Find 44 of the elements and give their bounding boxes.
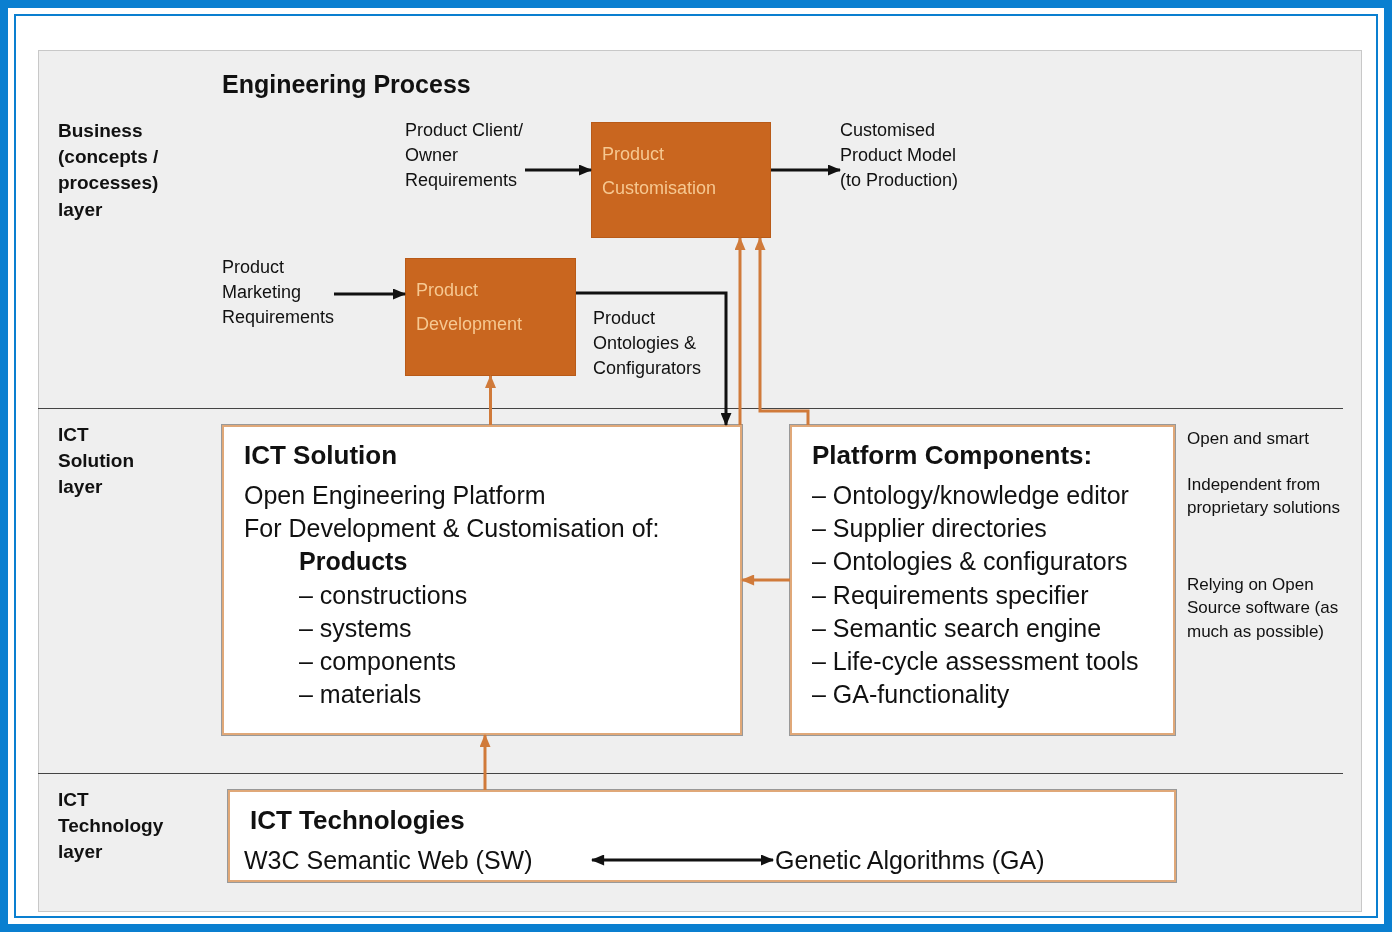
box-text: For Development & Customisation of: bbox=[244, 513, 661, 545]
box-heading: ICT Solution bbox=[244, 439, 399, 472]
arrow bbox=[576, 291, 732, 427]
list-item: – Supplier directories bbox=[812, 513, 1048, 545]
content-box bbox=[228, 790, 1176, 882]
box-text: Genetic Algorithms (GA) bbox=[775, 845, 1046, 876]
layer-label: Business (concepts / processes) layer bbox=[58, 119, 160, 222]
node-text: Product Marketing Requirements bbox=[222, 256, 334, 329]
arrow bbox=[734, 236, 746, 425]
list-item: – Ontologies & configurators bbox=[812, 546, 1129, 578]
list-item: – Semantic search engine bbox=[812, 612, 1103, 644]
note: Relying on Open Source software (as much as possible) bbox=[1187, 574, 1340, 643]
arrow bbox=[479, 733, 491, 790]
box-text: W3C Semantic Web (SW) bbox=[244, 845, 534, 876]
list-item: – constructions bbox=[299, 579, 469, 611]
note: Independent from proprietary solutions bbox=[1187, 474, 1342, 520]
list-item: – Ontology/knowledge editor bbox=[812, 479, 1130, 511]
layer-label: ICT Solution layer bbox=[58, 423, 135, 500]
content-box bbox=[222, 425, 742, 735]
box-title: Product Customisation bbox=[602, 143, 718, 201]
box-subheading: Products bbox=[299, 546, 409, 578]
arrow bbox=[334, 288, 407, 300]
list-item: – components bbox=[299, 646, 458, 678]
node-text: Customised Product Model (to Production) bbox=[840, 119, 960, 192]
arrow bbox=[771, 164, 842, 176]
list-item: – Requirements specifier bbox=[812, 579, 1090, 611]
node-text: Product Client/ Owner Requirements bbox=[405, 119, 525, 192]
box-text: Open Engineering Platform bbox=[244, 479, 547, 511]
box-heading: ICT Technologies bbox=[250, 804, 466, 837]
box-heading: Platform Components: bbox=[812, 439, 1094, 472]
note: Open and smart bbox=[1187, 428, 1310, 450]
box-title: Product Development bbox=[416, 279, 524, 337]
list-item: – systems bbox=[299, 612, 413, 644]
arrow bbox=[525, 164, 593, 176]
layer-label: ICT Technology layer bbox=[58, 788, 165, 865]
diagram-title: Engineering Process bbox=[222, 70, 471, 99]
list-item: – materials bbox=[299, 679, 423, 711]
arrow bbox=[754, 236, 810, 425]
list-item: – GA-functionality bbox=[812, 679, 1011, 711]
process-box bbox=[405, 258, 576, 376]
process-box bbox=[591, 122, 771, 238]
arrow bbox=[590, 854, 775, 866]
arrow bbox=[485, 374, 496, 425]
list-item: – Life-cycle assessment tools bbox=[812, 646, 1140, 678]
